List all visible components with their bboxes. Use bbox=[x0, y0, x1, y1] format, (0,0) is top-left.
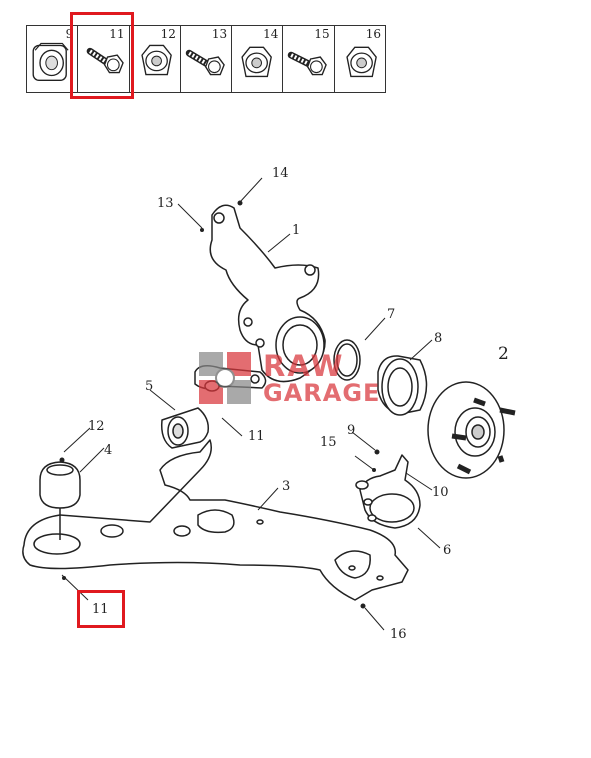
legend-number: 15 bbox=[314, 27, 330, 41]
highlight-box-callout-11 bbox=[77, 590, 125, 628]
legend-number: 13 bbox=[211, 27, 228, 41]
callout-15: 15 bbox=[320, 435, 337, 450]
callout-8: 8 bbox=[434, 331, 443, 346]
legend-number: 16 bbox=[365, 27, 381, 41]
legend-cell-14: 14 bbox=[232, 26, 284, 92]
legend-cell-11: 11 bbox=[78, 26, 130, 92]
legend-number: 14 bbox=[263, 27, 279, 41]
bolt-icon bbox=[288, 51, 328, 76]
callout-10: 10 bbox=[432, 485, 449, 500]
hex-nut-icon bbox=[345, 46, 377, 78]
callout-11-arm: 11 bbox=[92, 602, 109, 617]
legend-cell-12: 12 bbox=[130, 26, 181, 92]
legend-number: 9 bbox=[65, 27, 74, 41]
callout-16: 16 bbox=[390, 627, 407, 642]
legend-number: 12 bbox=[160, 27, 176, 41]
legend-number: 11 bbox=[109, 27, 125, 41]
callout-3: 3 bbox=[282, 479, 291, 494]
raw-garage-watermark: RAW GARAGE bbox=[197, 348, 380, 408]
callout-13: 13 bbox=[157, 196, 174, 211]
callout-4: 4 bbox=[104, 443, 113, 458]
callout-14: 14 bbox=[272, 166, 289, 181]
gear-logo-icon bbox=[199, 352, 251, 404]
callout-5: 5 bbox=[145, 379, 154, 394]
flange-nut-icon bbox=[32, 42, 69, 82]
legend-cell-9: 9 bbox=[27, 26, 79, 92]
watermark-line1: RAW bbox=[263, 348, 345, 383]
hex-nut-icon bbox=[241, 46, 273, 78]
hex-nut-icon bbox=[140, 44, 172, 76]
callout-6: 6 bbox=[443, 543, 452, 558]
snap-ring bbox=[333, 339, 361, 381]
callout-7: 7 bbox=[387, 307, 396, 322]
callout-12: 12 bbox=[88, 419, 105, 434]
parts-legend-strip: 9 11 12 13 14 bbox=[26, 25, 386, 93]
bolt-icon bbox=[185, 49, 225, 76]
legend-cell-13: 13 bbox=[181, 26, 233, 92]
highlight-box-part-11-legend bbox=[70, 12, 134, 99]
watermark-line2: GARAGE bbox=[263, 378, 381, 407]
callout-11-bushing: 11 bbox=[248, 429, 265, 444]
legend-cell-15: 15 bbox=[283, 26, 335, 92]
bolt-icon bbox=[86, 47, 125, 74]
callout-2: 2 bbox=[498, 344, 509, 364]
legend-cell-16: 16 bbox=[335, 26, 385, 92]
callout-1: 1 bbox=[292, 223, 301, 238]
callout-9: 9 bbox=[347, 423, 356, 438]
